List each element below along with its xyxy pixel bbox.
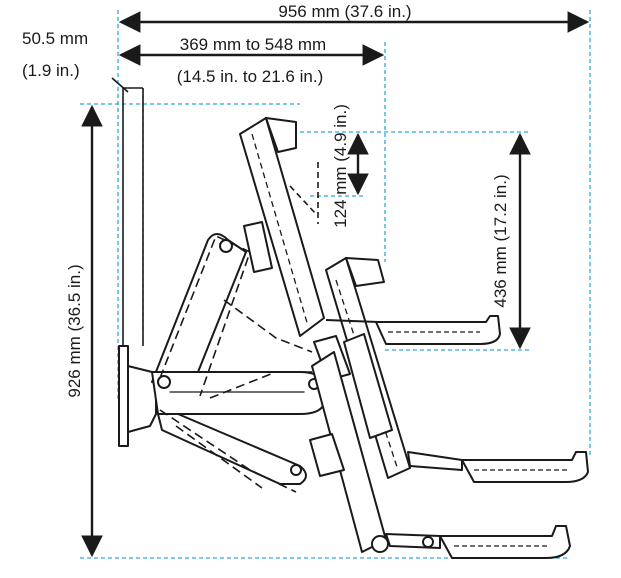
arm-assembly xyxy=(151,233,325,485)
overall-height-label: 926 mm (36.5 in.) xyxy=(65,264,84,397)
keyboard-tray-lower xyxy=(385,525,571,559)
tilt-travel-label: 124 mm (4.9 in.) xyxy=(331,104,350,228)
monitor-lower-position xyxy=(309,333,393,553)
monitor-upper-position xyxy=(239,117,325,337)
keyboard-tray-upper xyxy=(325,315,501,345)
lift-travel-label: 436 mm (17.2 in.) xyxy=(491,174,510,307)
keyboard-tray-middle xyxy=(407,451,589,483)
wall-offset-imperial-label: (1.9 in.) xyxy=(22,61,80,80)
wall-offset-leader xyxy=(111,77,129,93)
extension-range-label: 369 mm to 548 mm xyxy=(180,35,326,54)
wall-mount-plate xyxy=(118,87,157,447)
extension-range-imperial-label: (14.5 in. to 21.6 in.) xyxy=(177,67,323,86)
overall-width-label: 956 mm (37.6 in.) xyxy=(278,2,411,21)
wall-offset-label: 50.5 mm xyxy=(22,29,88,48)
dimension-arrows xyxy=(81,11,590,558)
tilt-phantom-marks xyxy=(289,162,319,224)
arm-phantom-positions xyxy=(159,234,322,493)
